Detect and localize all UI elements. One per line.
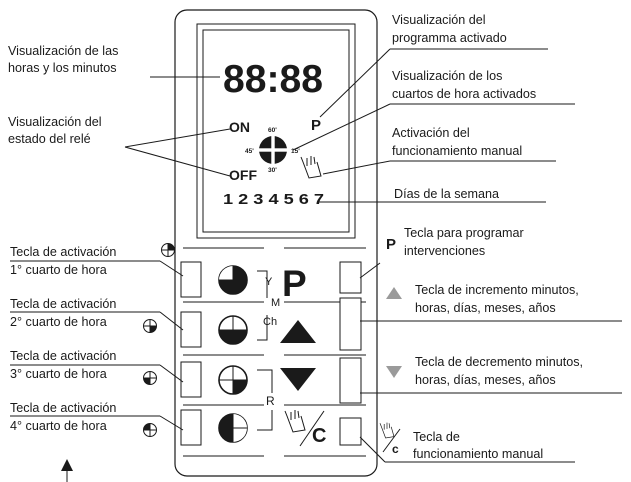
manual-key-hand-icon[interactable] (284, 410, 306, 433)
ymch-bracket (257, 270, 268, 341)
lcd-on: ON (229, 119, 250, 135)
quarter-4-key[interactable] (180, 409, 202, 446)
hand-icon (300, 156, 322, 179)
label-ch: Ch (263, 316, 277, 328)
leader-lines (10, 48, 622, 482)
quarter-1-symbol-icon[interactable] (218, 265, 248, 295)
quarter-60-label: 60' (268, 127, 277, 134)
legend-up-triangle-icon (386, 287, 402, 299)
annotation-manual: Activación del funcionamiento manual (392, 126, 522, 158)
annotation-quarters: Visualización de los cuartos de hora act… (392, 69, 536, 101)
quarter-1-key[interactable] (180, 261, 202, 298)
q1-legend-icon (161, 243, 175, 257)
annotation-days: Días de la semana (394, 187, 499, 201)
annotation-hours-minutes: Visualización de las horas y los minutos (8, 44, 122, 75)
annotation-relay-state: Visualización del estado del relé (8, 115, 105, 146)
legend-manual-hand-icon (379, 422, 395, 439)
lcd-program: P (311, 117, 321, 134)
lcd-time: 88:88 (223, 58, 323, 101)
annotation-program: Visualización del programma activado (392, 13, 507, 45)
quarter-2-key[interactable] (180, 311, 202, 348)
legend-p-symbol: P (386, 236, 396, 253)
device-body (174, 9, 378, 477)
reset-bracket (257, 369, 273, 431)
legend-small-c: c (392, 442, 399, 456)
lcd-off: OFF (229, 167, 257, 183)
q4-legend-icon (143, 423, 157, 437)
program-side-key[interactable] (339, 261, 362, 294)
quarter-clock-icon (257, 134, 289, 166)
quarter-15-label: 15' (291, 148, 300, 155)
quarter-3-symbol-icon[interactable] (218, 365, 248, 395)
quarter-45-label: 45' (245, 148, 254, 155)
annotation-q4: Tecla de activación 4° cuarto de hora (10, 401, 120, 433)
label-r: R (266, 394, 275, 408)
program-key-label[interactable]: P (282, 263, 307, 304)
manual-key-c-label[interactable]: C (312, 425, 326, 447)
lcd-days: 1 2 3 4 5 6 7 (223, 192, 324, 208)
down-key-icon[interactable] (280, 368, 316, 391)
up-key-icon[interactable] (280, 320, 316, 343)
quarter-4-symbol-icon[interactable] (218, 413, 248, 443)
quarter-2-symbol-icon[interactable] (218, 315, 248, 345)
legend-down-triangle-icon (386, 366, 402, 378)
annotation-down-key: Tecla de decremento minutos, horas, días… (415, 355, 587, 387)
annotation-q2: Tecla de activación 2° cuarto de hora (10, 297, 120, 329)
keypad-separators (183, 247, 366, 457)
label-y: Y (265, 276, 273, 288)
quarter-30-label: 30' (268, 167, 277, 174)
bottom-arrow-icon (61, 459, 73, 471)
annotation-q3: Tecla de activación 3° cuarto de hora (10, 349, 120, 381)
annotation-manual-key: Tecla de funcionamiento manual (413, 430, 543, 461)
label-m: M (271, 297, 280, 309)
q2-legend-icon (143, 319, 157, 333)
up-side-key[interactable] (339, 297, 362, 351)
annotation-up-key: Tecla de incremento minutos, horas, días… (415, 283, 582, 315)
annotation-q1: Tecla de activación 1° cuarto de hora (10, 245, 120, 277)
manual-side-key[interactable] (339, 417, 362, 446)
down-side-key[interactable] (339, 357, 362, 404)
annotation-p-key: Tecla para programar intervenciones (404, 226, 527, 258)
quarter-3-key[interactable] (180, 361, 202, 398)
q3-legend-icon (143, 371, 157, 385)
